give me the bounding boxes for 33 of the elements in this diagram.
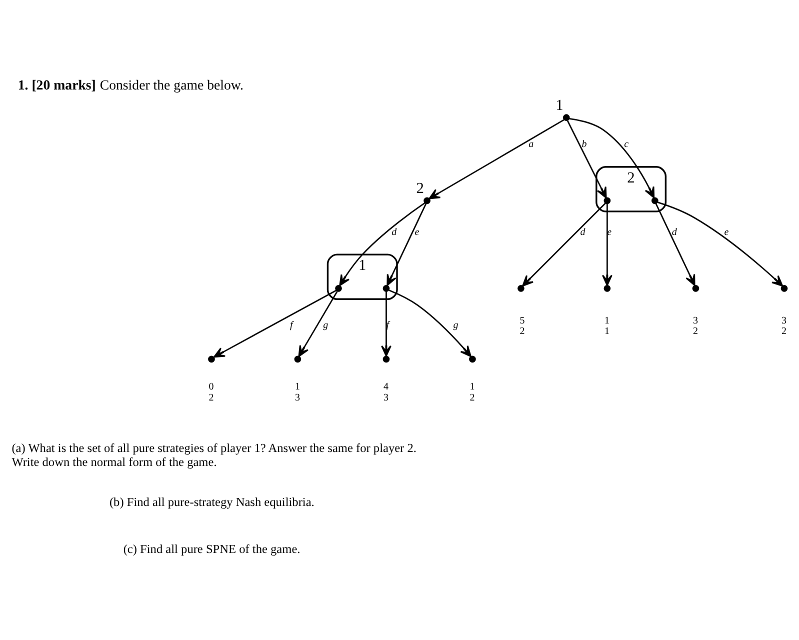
node-label: 3: [693, 315, 698, 326]
edge-label: e: [414, 226, 420, 238]
diagram-title: 1. [20 marks] Consider the game below.: [18, 77, 244, 92]
node-label: 2: [470, 392, 475, 404]
label: (a) What is the set of all pure strategies of player 1? Answer the same for player 2. Write down the normal form of the game.: [12, 441, 416, 469]
label: (c) Find all pure SPNE of the game.: [123, 542, 300, 556]
node-label: 1: [295, 381, 300, 392]
node-label: 2: [416, 180, 424, 198]
edge-label: g: [323, 320, 328, 331]
edge-label: d: [392, 226, 397, 238]
node-label: 1: [604, 326, 610, 338]
edge-label: b: [582, 139, 587, 150]
node-label: 4: [384, 381, 389, 392]
edge-label: e: [724, 226, 729, 238]
node-label: 3: [384, 392, 389, 404]
node-label: 2: [693, 326, 698, 338]
edge-label: g: [453, 320, 458, 331]
node-label: 5: [520, 315, 525, 326]
edge-label: d: [580, 226, 586, 238]
edge-label: d: [672, 226, 677, 238]
node-label: 3: [782, 315, 787, 326]
node-label: 1: [556, 96, 564, 114]
node-label: 1: [470, 381, 475, 392]
node-label: 0: [208, 381, 214, 392]
node-label: 1: [604, 315, 610, 326]
edge-label: c: [624, 139, 629, 150]
node-label: 3: [295, 392, 300, 404]
node-label: 2: [208, 392, 214, 404]
node-label: 2: [520, 326, 525, 338]
node-label: 2: [782, 326, 787, 338]
label: (b) Find all pure-strategy Nash equilibria.: [109, 495, 314, 510]
edge-label: a: [528, 139, 534, 150]
edge-label: f: [290, 320, 293, 331]
